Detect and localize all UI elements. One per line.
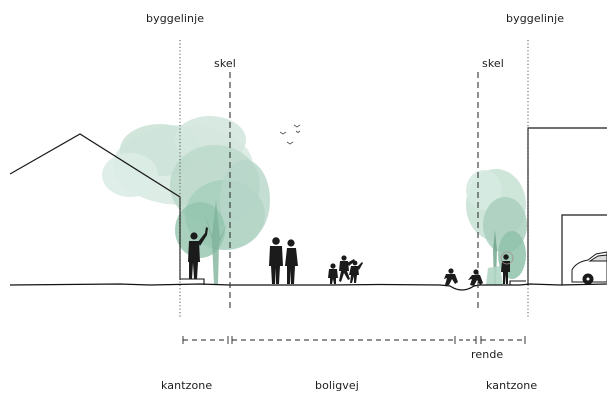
tree-right — [466, 169, 527, 285]
child-with-hoop — [501, 254, 510, 284]
children-playing — [328, 255, 363, 284]
car — [571, 251, 607, 285]
children-at-gutter — [444, 268, 483, 286]
house-left — [9, 133, 181, 280]
building-line-label-right: byggelinje — [506, 12, 565, 25]
people-silhouettes — [188, 227, 510, 286]
zone-label-middle: boligvej — [315, 379, 359, 392]
adult-waving-left — [188, 227, 208, 279]
dimension-lines — [182, 336, 526, 344]
hula-hoop — [500, 251, 514, 265]
tree-left — [102, 116, 270, 285]
building-line-label-left: byggelinje — [146, 12, 205, 25]
gutter-label: rende — [471, 348, 504, 361]
curb-right — [509, 280, 526, 285]
ground-line — [9, 283, 607, 291]
zone-label-left: kantzone — [161, 379, 213, 392]
building-right — [527, 127, 607, 285]
zone-label-right: kantzone — [486, 379, 538, 392]
boundary-label-right: skel — [482, 57, 504, 70]
doorstep-left — [180, 278, 205, 285]
couple-walking — [269, 237, 298, 284]
boundary-label-left: skel — [214, 57, 236, 70]
birds — [279, 124, 301, 145]
